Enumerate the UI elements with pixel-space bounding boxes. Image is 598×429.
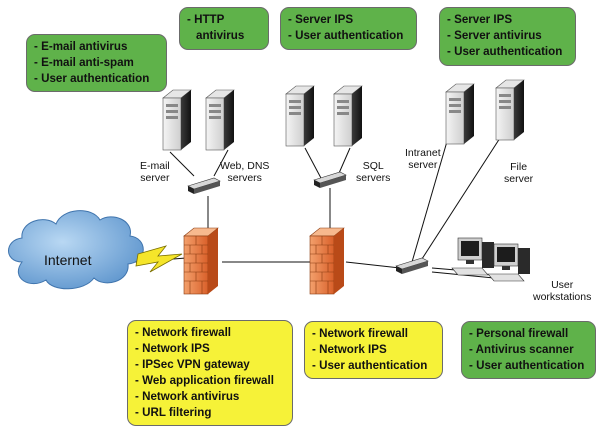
intranet-server-icon [445, 83, 475, 145]
perimeter-firewall-icon [183, 227, 219, 295]
box-item: User authentication [34, 71, 160, 87]
box-item: HTTP [187, 12, 262, 28]
intranet-server-label: Intranet server [405, 147, 441, 171]
box-item: Antivirus scanner [469, 342, 589, 358]
sql-security-box: Server IPS User authentication [280, 7, 417, 50]
box-item: User authentication [447, 44, 569, 60]
box-item: E-mail antivirus [34, 39, 160, 55]
box-item: Network firewall [312, 326, 436, 342]
box-item: Network antivirus [135, 389, 286, 405]
internet-cloud [8, 210, 144, 290]
box-item: Network IPS [135, 341, 286, 357]
email-server-label: E-mail server [140, 160, 170, 184]
internet-label: Internet [44, 252, 92, 268]
lightning-icon [135, 245, 183, 273]
workstation-icon-2 [487, 243, 531, 282]
box-item: Network firewall [135, 325, 286, 341]
box-item: E-mail anti-spam [34, 55, 160, 71]
file-server-icon [495, 79, 525, 141]
box-item: Web application firewall [135, 373, 286, 389]
email-security-box: E-mail antivirus E-mail anti-spam User a… [26, 34, 167, 92]
web-dns-servers-label: Web, DNS servers [220, 160, 270, 184]
box-item: User authentication [469, 358, 589, 374]
workstation-security-box: Personal firewall Antivirus scanner User… [461, 321, 596, 379]
sql-server-icon-2 [333, 85, 363, 147]
web-security-box: HTTP antivirus [179, 7, 269, 50]
user-workstations-label: User workstations [533, 279, 592, 303]
file-server-label: File server [504, 161, 534, 185]
box-item: Server IPS [288, 12, 410, 28]
web-server-icon [205, 89, 235, 151]
internal-firewall-icon [309, 227, 345, 295]
sql-servers-label: SQL servers [356, 160, 391, 184]
box-item: IPSec VPN gateway [135, 357, 286, 373]
box-item: User authentication [288, 28, 410, 44]
box-item: Server antivirus [447, 28, 569, 44]
workstation-icon-1 [451, 237, 495, 276]
file-security-box: Server IPS Server antivirus User authent… [439, 7, 576, 66]
dmz-switch-icon [187, 177, 221, 195]
box-item: User authentication [312, 358, 436, 374]
box-item: antivirus [196, 29, 245, 42]
internal-firewall-box: Network firewall Network IPS User authen… [304, 321, 443, 379]
box-item: Network IPS [312, 342, 436, 358]
perimeter-firewall-box: Network firewall Network IPS IPSec VPN g… [127, 320, 293, 426]
box-item: URL filtering [135, 405, 286, 421]
email-server-icon [162, 89, 192, 151]
sql-server-icon-1 [285, 85, 315, 147]
box-item: Personal firewall [469, 326, 589, 342]
box-item: Server IPS [447, 12, 569, 28]
